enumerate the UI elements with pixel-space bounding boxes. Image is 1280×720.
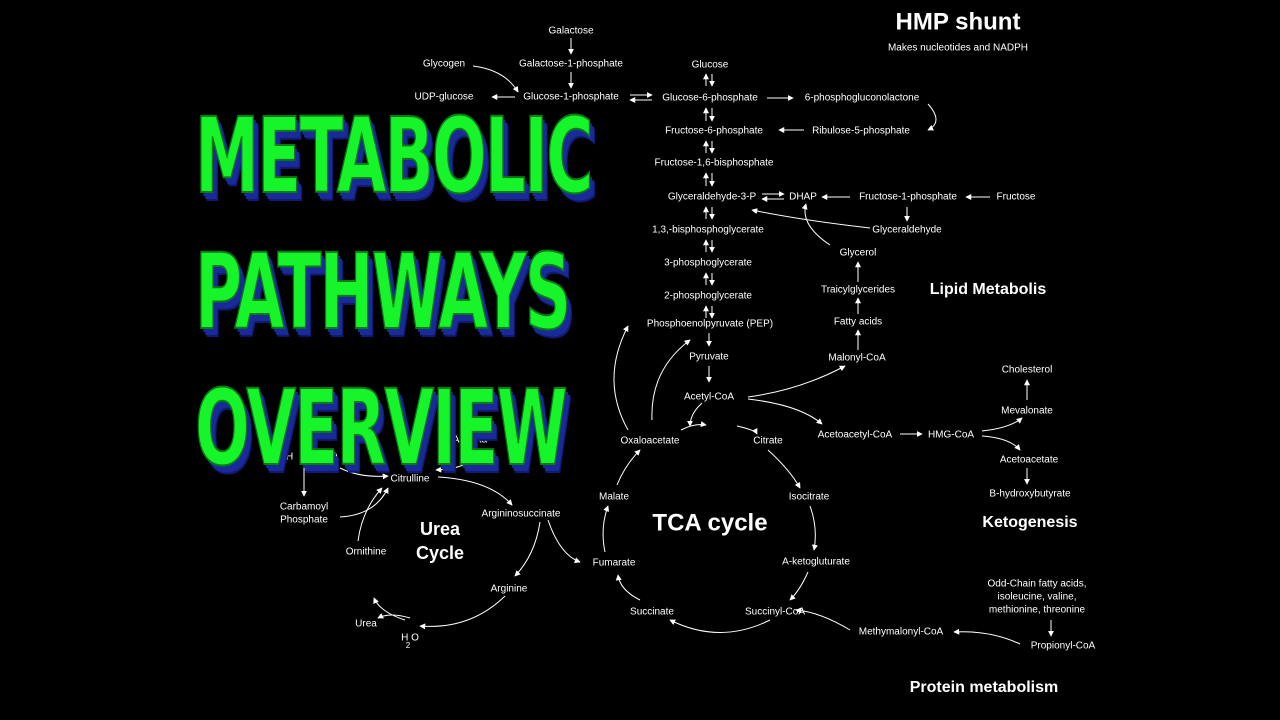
node-co2: CO <box>323 452 338 463</box>
node-glucose-1-phosphate: Glucose-1-phosphate <box>523 92 619 103</box>
node-hmg-coa: HMG-CoA <box>928 430 974 441</box>
node-acetyl-coa: Acetyl-CoA <box>684 392 734 403</box>
node-pyruvate: Pyruvate <box>689 352 729 363</box>
pathway-arrows <box>301 38 1054 645</box>
node-mevalonate: Mevalonate <box>1001 406 1053 417</box>
node-carbamoyl-line1: Carbamoyl <box>280 502 328 513</box>
node-fatty-acids: Fatty acids <box>834 317 882 328</box>
node-fructose-6-phosphate: Fructose-6-phosphate <box>665 126 763 137</box>
node-acetoacetate: Acetoacetate <box>1000 455 1059 466</box>
node-isocitrate: Isocitrate <box>789 492 830 503</box>
node-carbamoyl-line2: Phosphate <box>280 515 328 526</box>
ketogenesis-heading: Ketogenesis <box>982 514 1077 531</box>
node-citrulline: Citrulline <box>391 474 430 485</box>
tca-cycle-heading: TCA cycle <box>652 509 767 536</box>
node-glucose-6-phosphate: Glucose-6-phosphate <box>662 93 758 104</box>
node-ornithine: Ornithine <box>346 547 387 558</box>
node-2-phosphoglycerate: 2-phosphoglycerate <box>664 291 752 302</box>
node-b-hydroxybutyrate: B-hydroxybutyrate <box>989 489 1071 500</box>
node-3-phosphoglycerate: 3-phosphoglycerate <box>664 258 752 269</box>
node-udp-glucose: UDP-glucose <box>415 92 474 103</box>
hmp-shunt-heading: HMP shunt <box>896 8 1021 35</box>
node-phosphoenolpyruvate: Phosphoenolpyruvate (PEP) <box>647 319 773 330</box>
node-triacylglycerides: Traicylglycerides <box>821 285 895 296</box>
node-fructose: Fructose <box>997 192 1036 203</box>
node-1-3-bisphosphoglycerate: 1,3,-bisphosphoglycerate <box>652 225 764 236</box>
node-h2o-subscript: 2 <box>406 641 411 650</box>
node-galactose-1-phosphate: Galactose-1-phosphate <box>519 59 623 70</box>
node-glycogen: Glycogen <box>423 59 465 70</box>
node-propionyl-coa: Propionyl-CoA <box>1031 641 1096 652</box>
node-h2o: H O <box>401 633 419 644</box>
node-glucose: Glucose <box>692 60 729 71</box>
node-odd-chain-line3: methionine, threonine <box>989 605 1086 616</box>
node-citrate: Citrate <box>753 436 783 447</box>
node-acetoacetyl-coa: Acetoacetyl-CoA <box>818 430 893 441</box>
node-fructose-1-phosphate: Fructose-1-phosphate <box>859 192 957 203</box>
node-aspartate: Asparta <box>453 435 488 446</box>
node-fumarate: Fumarate <box>593 558 636 569</box>
node-glyceraldehyde: Glyceraldehyde <box>872 225 942 236</box>
node-galactose: Galactose <box>548 26 593 37</box>
metabolite-labels: Galactose Galactose-1-phosphate Glycogen… <box>279 26 1096 652</box>
node-ribulose-5-phosphate: Ribulose-5-phosphate <box>812 126 910 137</box>
node-oxaloacetate: Oxaloacetate <box>621 436 680 447</box>
node-succinyl-coa: Succinyl-CoA <box>745 607 805 618</box>
node-malonyl-coa: Malonyl-CoA <box>828 353 886 364</box>
node-glycerol: Glycerol <box>840 248 877 259</box>
node-cholesterol: Cholesterol <box>1002 365 1053 376</box>
node-dhap: DHAP <box>789 192 817 203</box>
node-succinate: Succinate <box>630 607 674 618</box>
hmp-shunt-subtitle: Makes nucleotides and NADPH <box>888 43 1028 54</box>
node-a-ketoglutarate: A-ketogluturate <box>782 557 850 568</box>
node-argininosuccinate: Argininosuccinate <box>482 509 561 520</box>
urea-cycle-heading-line2: Cycle <box>416 543 464 563</box>
node-methylmalonyl-coa: Methymalonyl-CoA <box>859 627 944 638</box>
lipid-metabolism-heading: Lipid Metabolis <box>930 281 1047 298</box>
node-urea: Urea <box>355 619 377 630</box>
node-fructose-1-6-bisphosphate: Fructose-1,6-bisphosphate <box>655 158 774 169</box>
node-nh3: NH <box>279 452 293 463</box>
protein-metabolism-heading: Protein metabolism <box>910 679 1058 696</box>
node-malate: Malate <box>599 492 629 503</box>
node-odd-chain-line2: isoleucine, valine, <box>998 592 1077 603</box>
node-6-phosphogluconolactone: 6-phosphogluconolactone <box>805 93 920 104</box>
urea-cycle-heading-line1: Urea <box>420 519 461 539</box>
node-arginine: Arginine <box>491 584 528 595</box>
node-glyceraldehyde-3-p: Glyceraldehyde-3-P <box>668 192 757 203</box>
node-odd-chain-line1: Odd-Chain fatty acids, <box>988 579 1087 590</box>
